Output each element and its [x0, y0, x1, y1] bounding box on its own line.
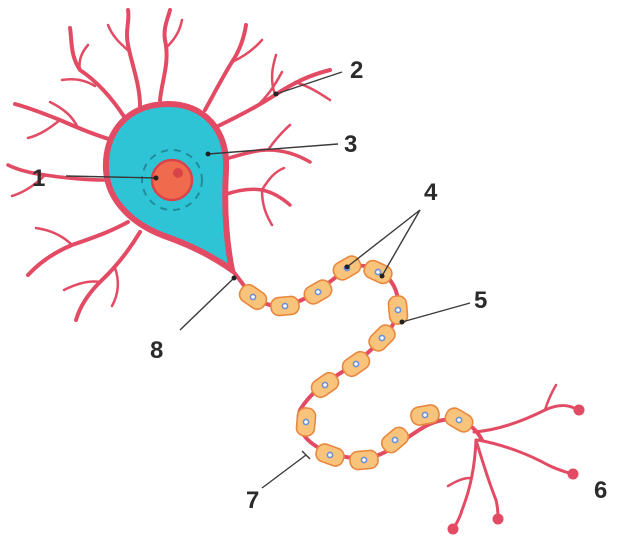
label-6: 6 [594, 477, 607, 504]
axon-terminals [446, 383, 585, 535]
label-3: 3 [344, 131, 357, 158]
label-2: 2 [350, 57, 363, 84]
schwann-nuclei [249, 264, 463, 464]
label-7: 7 [246, 487, 259, 514]
nucleus [141, 149, 203, 211]
label-5: 5 [474, 287, 487, 314]
label-1: 1 [32, 165, 45, 192]
label-8: 8 [150, 337, 163, 364]
label-4: 4 [424, 179, 438, 206]
leader-lines [65, 71, 471, 489]
